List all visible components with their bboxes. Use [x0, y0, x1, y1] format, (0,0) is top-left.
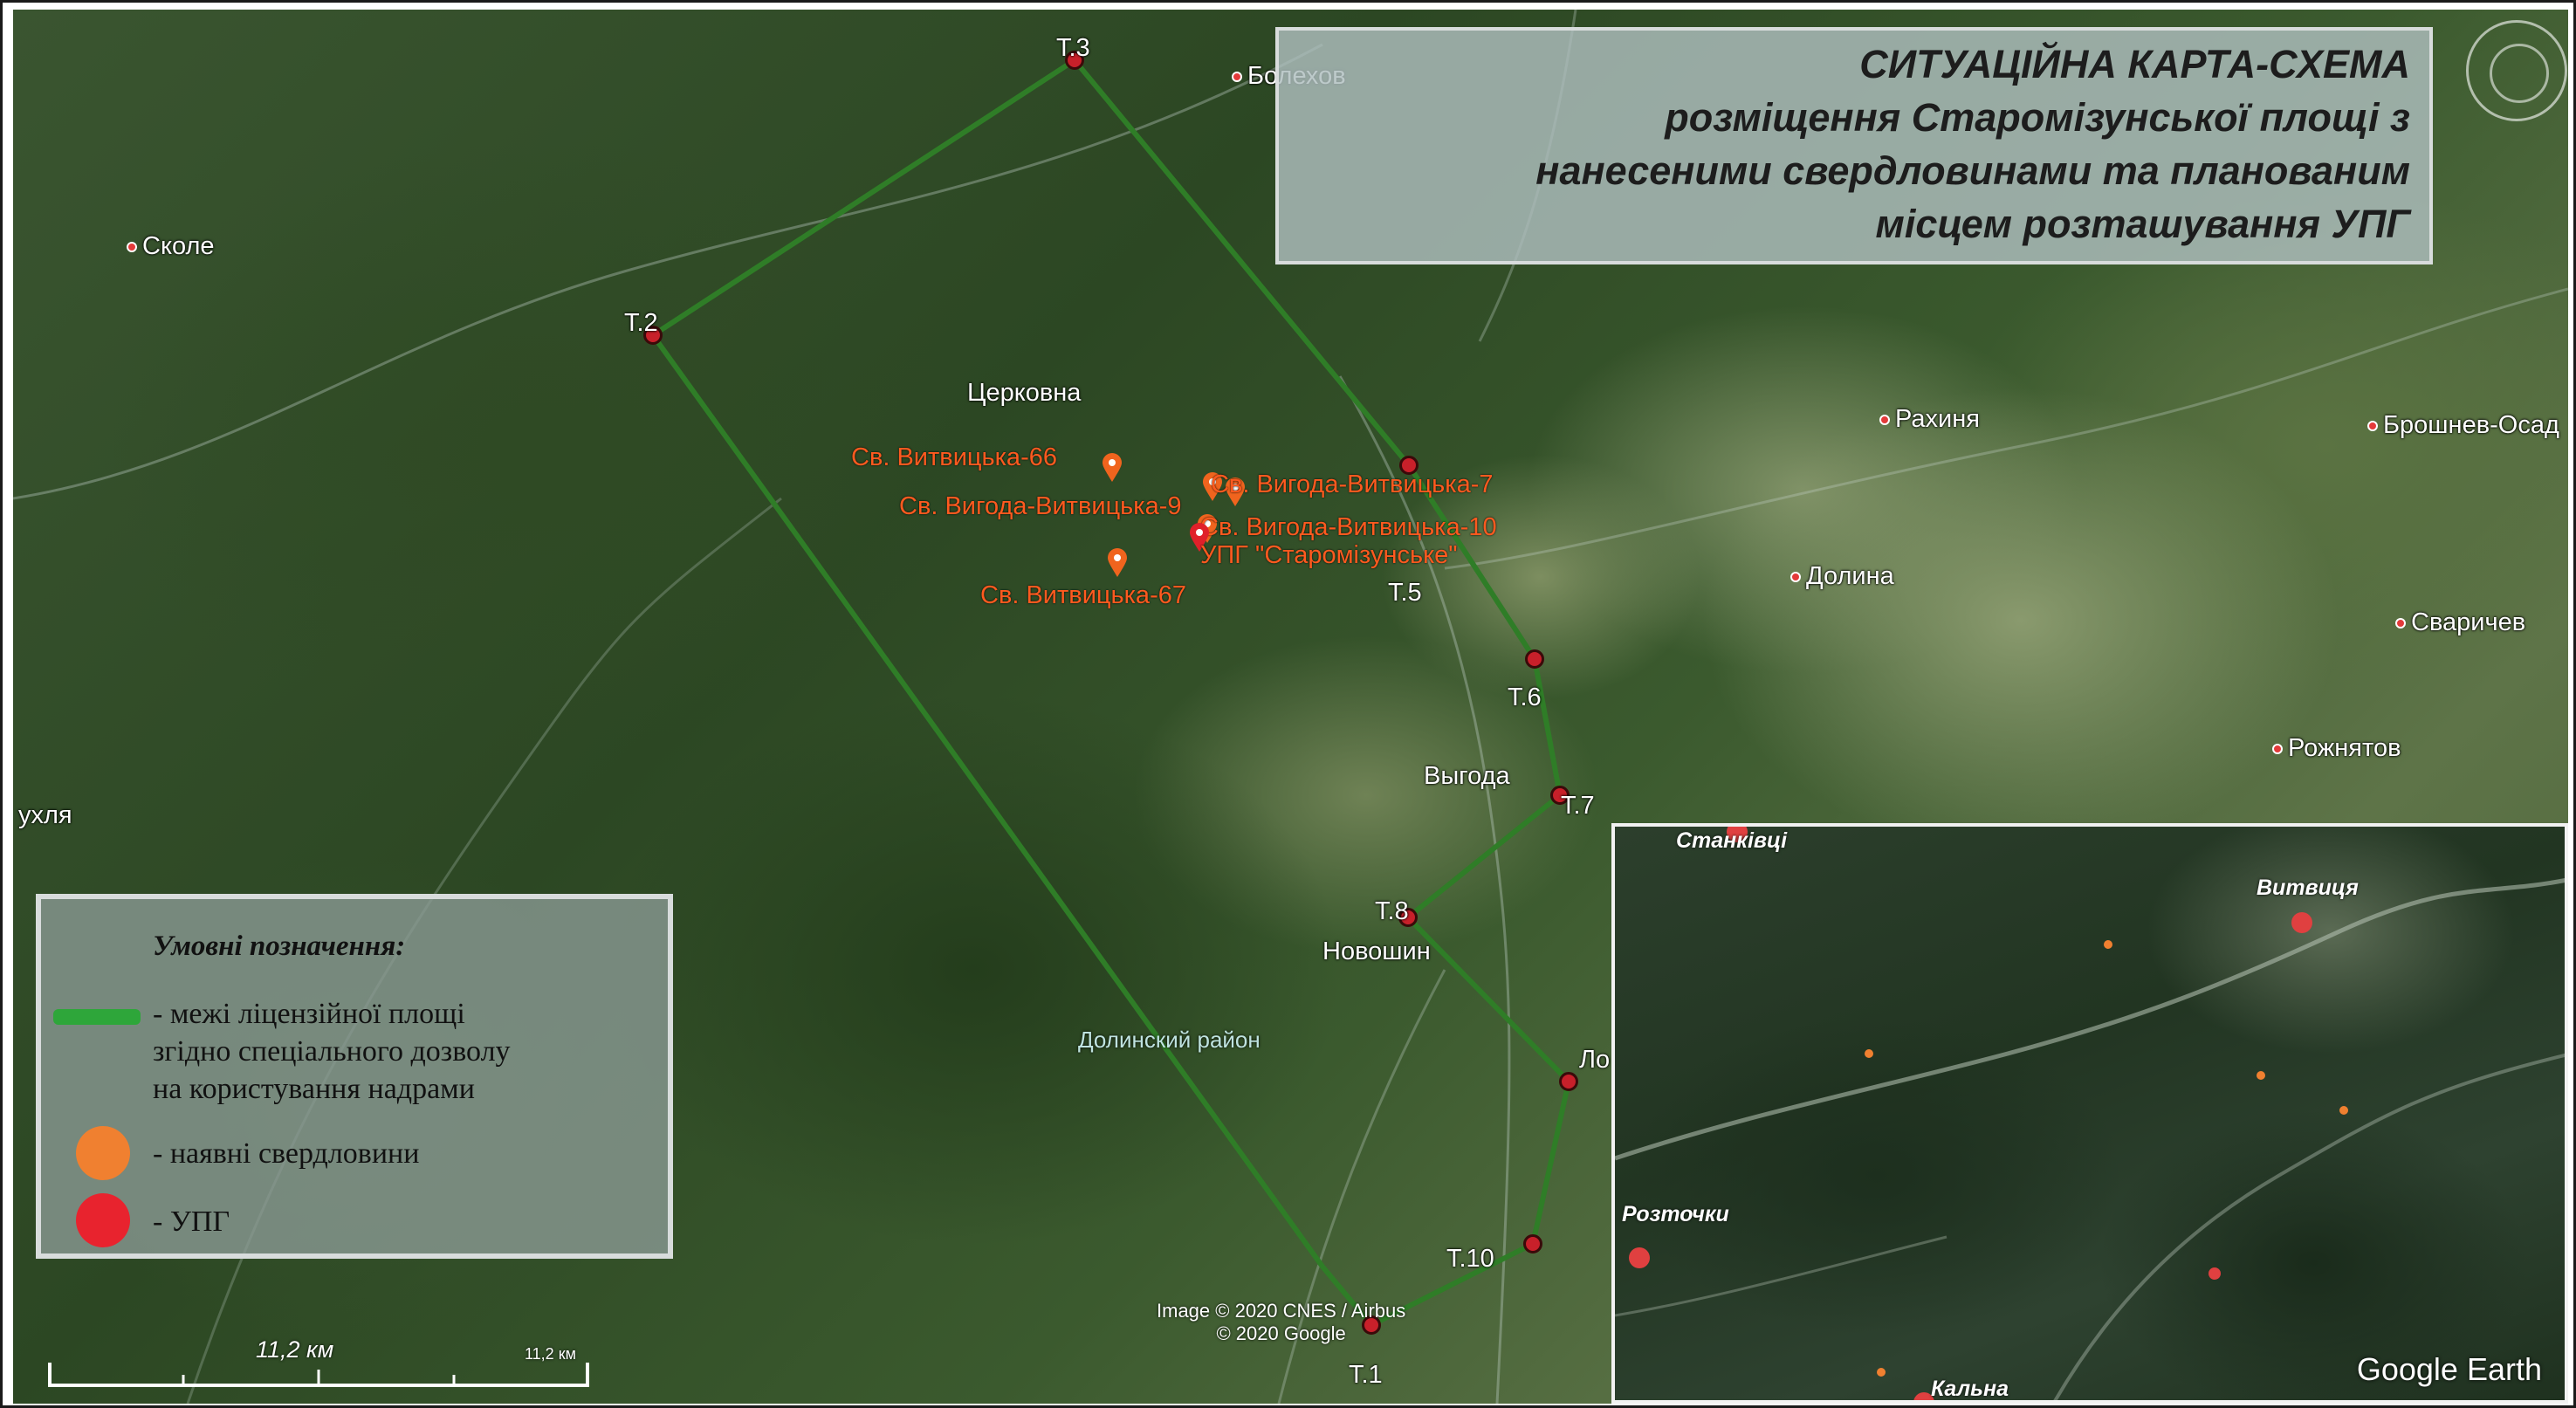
point-label-t2: Т.2 [624, 309, 658, 337]
legend-boundary-swatch [53, 1009, 141, 1025]
credits-line-2: © 2020 Google [1216, 1322, 1346, 1344]
road [1338, 375, 1511, 1404]
inset-dot-vytvytsia[interactable] [2291, 912, 2312, 933]
upg-label: УПГ "Старомізунське" [1200, 541, 1458, 569]
inset-well-marker[interactable] [1865, 1049, 1873, 1058]
google-earth-brand: Google Earth [2356, 1351, 2542, 1387]
point-marker-t10[interactable] [1523, 1234, 1542, 1253]
scale-ruler [48, 1363, 589, 1387]
place-svarychiv: Сваричев [2395, 608, 2525, 637]
legend-upg-swatch [76, 1193, 130, 1247]
upg-pin[interactable] [1189, 523, 1210, 553]
title-line-2: розміщення Старомізунської площі з [1665, 95, 2410, 140]
place-rozhniatov: Рожнятов [2272, 734, 2401, 763]
inset-well-marker[interactable] [1877, 1368, 1886, 1377]
legend-box: Умовні позначення: - межі ліцензійної пл… [36, 894, 673, 1259]
scale-tick-label: 11,2 км [525, 1345, 576, 1363]
point-label-t8: Т.8 [1375, 897, 1409, 925]
well-label-66: Св. Витвицька-66 [851, 443, 1057, 471]
well-label-67: Св. Витвицька-67 [980, 581, 1186, 609]
inset-label-kalna: Кальна [1931, 1377, 2009, 1401]
place-skole: Сколе [127, 232, 215, 261]
place-broshniv: Брошнев-Осад [2367, 411, 2559, 440]
district-label: Долинский район [1078, 1027, 1261, 1053]
scale-bar: 11,2 км 11,2 км [48, 1336, 607, 1398]
imagery-credits: Image © 2020 CNES / Airbus © 2020 Google [1157, 1300, 1405, 1345]
well-label-10: Св. Вигода-Витвицька-10 [1200, 513, 1497, 541]
map-title-box: СИТУАЦІЙНА КАРТА-СХЕМА розміщення Старом… [1275, 27, 2433, 264]
point-label-t3: Т.3 [1056, 34, 1090, 62]
legend-upg-label: - УПГ [153, 1205, 230, 1238]
place-tserkovna: Церковна [967, 379, 1082, 407]
well-pin-7[interactable] [1225, 477, 1246, 507]
inset-dot-roztochky[interactable] [1629, 1247, 1650, 1268]
well-label-9: Св. Вигода-Витвицька-9 [899, 492, 1182, 520]
inset-well-marker[interactable] [2257, 1071, 2265, 1080]
place-lo: Ло [1579, 1046, 1611, 1074]
well-label-7: Св. Вигода-Витвицька-7 [1211, 470, 1494, 498]
well-pin-9[interactable] [1202, 472, 1223, 502]
legend-title: Умовні позначення: [153, 931, 406, 962]
inset-dot-kalna[interactable] [1913, 1392, 1934, 1400]
inset-dot-stankivtsi[interactable] [1727, 827, 1748, 842]
inset-upg-marker[interactable] [2208, 1267, 2221, 1280]
legend-boundary-line-3: на користування надрами [153, 1073, 475, 1105]
inset-label-roztochky: Розточки [1622, 1202, 1729, 1226]
inset-map[interactable]: Станківці Витвиця Розточки Кальна Google… [1611, 823, 2568, 1404]
road [1444, 287, 2568, 570]
point-label-t6: Т.6 [1508, 683, 1542, 711]
inset-well-marker[interactable] [2104, 940, 2112, 949]
point-marker-t9[interactable] [1559, 1072, 1578, 1091]
place-vyhoda: Выгода [1424, 762, 1510, 790]
credits-line-1: Image © 2020 CNES / Airbus [1157, 1300, 1406, 1322]
compass-icon[interactable] [2466, 20, 2567, 121]
point-label-t7: Т.7 [1561, 792, 1595, 820]
point-label-t1: Т.1 [1349, 1361, 1383, 1389]
point-marker-t5[interactable] [1399, 456, 1419, 475]
well-pin-67[interactable] [1107, 548, 1128, 578]
point-label-t10: Т.10 [1446, 1245, 1494, 1273]
point-label-t5: Т.5 [1388, 579, 1422, 607]
place-dolyna: Долина [1790, 562, 1894, 591]
legend-boundary-line-1: - межі ліцензійної площі [153, 998, 465, 1030]
title-line-4: місцем розташування УПГ [1875, 202, 2410, 246]
inset-roads [1615, 877, 2565, 1400]
place-novoshyn: Новошин [1322, 938, 1431, 965]
road [1277, 969, 1446, 1404]
point-marker-t1[interactable] [1362, 1315, 1381, 1335]
point-marker-t6[interactable] [1525, 649, 1544, 669]
point-marker-t3[interactable] [1065, 51, 1084, 70]
point-marker-t2[interactable] [643, 326, 663, 345]
point-marker-t8[interactable] [1398, 908, 1418, 927]
place-rakhynia: Рахиня [1879, 405, 1980, 434]
title-line-1: СИТУАЦІЙНА КАРТА-СХЕМА [1859, 42, 2410, 86]
inset-label-stankivtsi: Станківці [1676, 828, 1788, 853]
scale-label: 11,2 км [256, 1336, 334, 1363]
point-marker-t7[interactable] [1550, 786, 1570, 805]
legend-wells-label: - наявні свердловини [153, 1137, 420, 1170]
place-ukhlia: ухля [18, 801, 72, 829]
title-line-3: нанесеними свердловинами та планованим [1535, 148, 2410, 193]
legend-boundary-line-2: згідно спеціального дозволу [153, 1035, 511, 1068]
inset-label-vytvytsia: Витвиця [2257, 876, 2359, 900]
road [13, 43, 1323, 500]
inset-well-marker[interactable] [2339, 1106, 2348, 1115]
well-pin-66[interactable] [1102, 453, 1123, 483]
legend-wells-swatch [76, 1126, 130, 1180]
